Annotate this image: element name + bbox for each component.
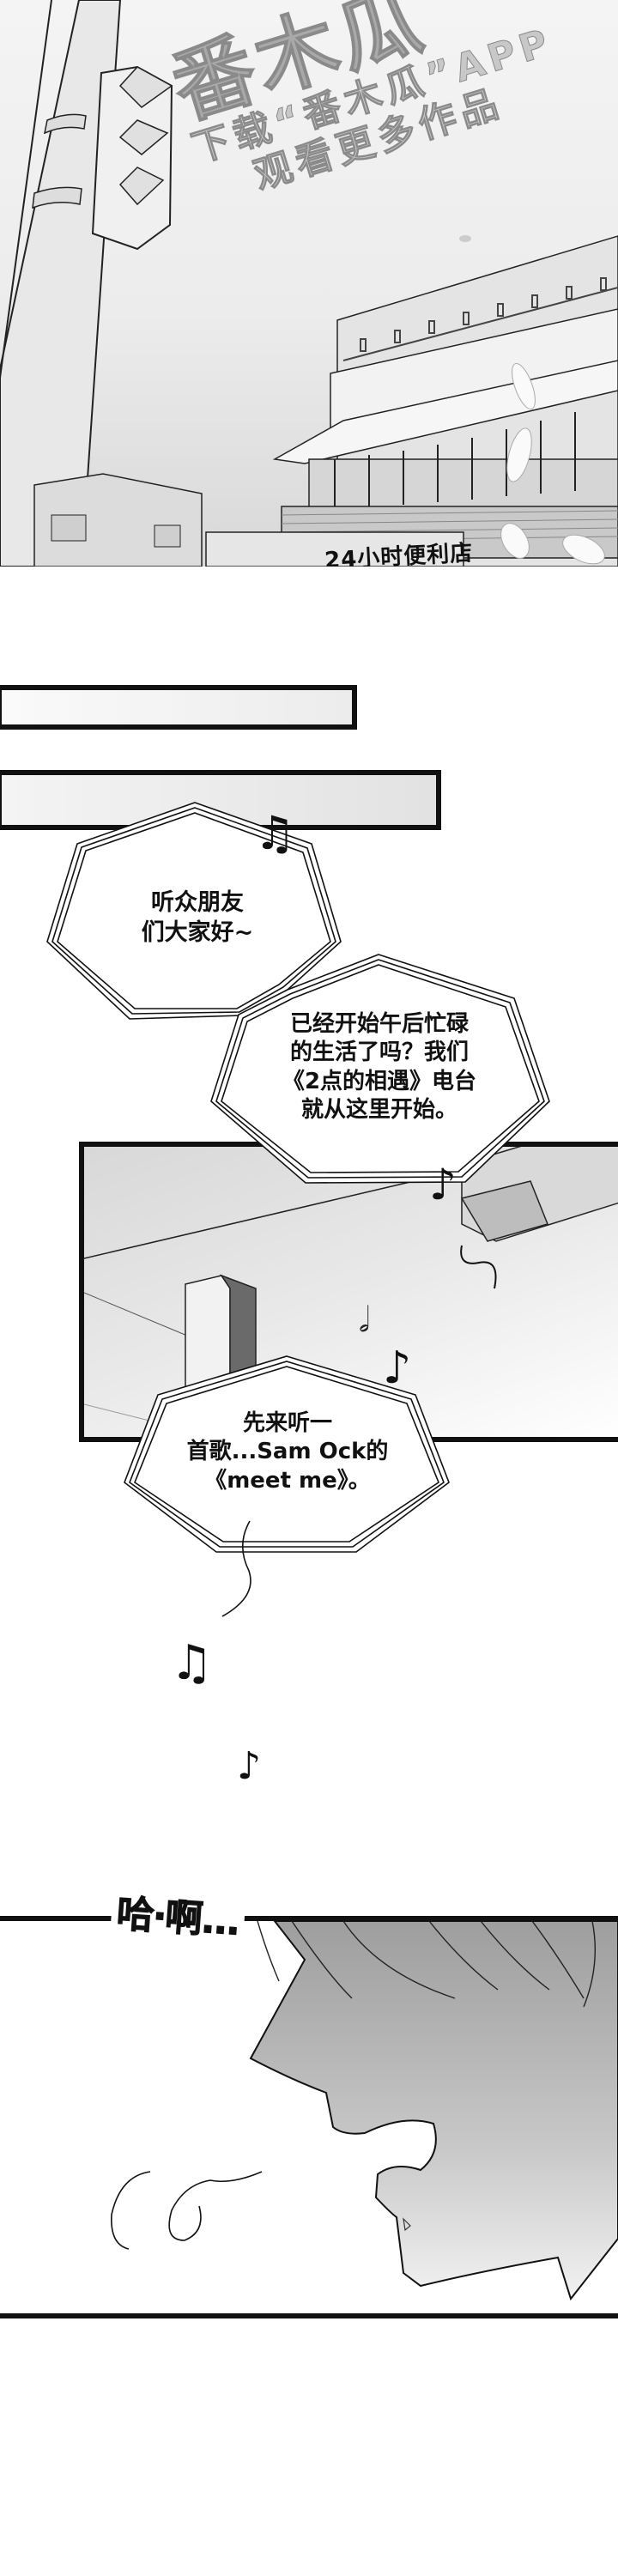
panel-street-scene: 番木瓜 下载“番木瓜”APP 观看更多作品 24小时便利店	[0, 0, 618, 567]
bubble-3-text: 先来听一 首歌...Sam Ock的 《meet me》。	[186, 1410, 389, 1494]
panel-5-top-border	[0, 1916, 618, 1921]
bubble-1-text: 听众朋友 们大家好~	[141, 889, 254, 946]
sfx-gasp: 哈·啊...	[109, 1882, 246, 1947]
music-note-half-icon: 𝅗𝅥	[359, 1300, 370, 1340]
bubble-3-tail	[221, 1520, 251, 1617]
panel-5-bottom-border	[0, 2313, 618, 2318]
bubble-2-text: 已经开始午后忙碌 的生活了吗？我们 《2点的相遇》电台 就从这里开始。	[282, 1011, 477, 1123]
music-note-beamed-icon: ♫	[170, 1635, 214, 1691]
street-scene-illustration	[0, 0, 618, 567]
music-note-beamed-icon: ♫	[254, 806, 296, 860]
bubble-3-shape	[124, 1355, 450, 1553]
bubble-2-shape	[210, 954, 550, 1184]
ceiling-speaker-illustration	[84, 1147, 618, 1431]
music-note-eighth-icon: ♪	[429, 1160, 457, 1209]
face-profile-illustration	[249, 1921, 618, 2301]
music-note-eighth-icon: ♪	[237, 1744, 262, 1788]
music-note-eighth-icon: ♪	[383, 1343, 412, 1394]
panel-narrow-bar-1	[0, 685, 357, 730]
